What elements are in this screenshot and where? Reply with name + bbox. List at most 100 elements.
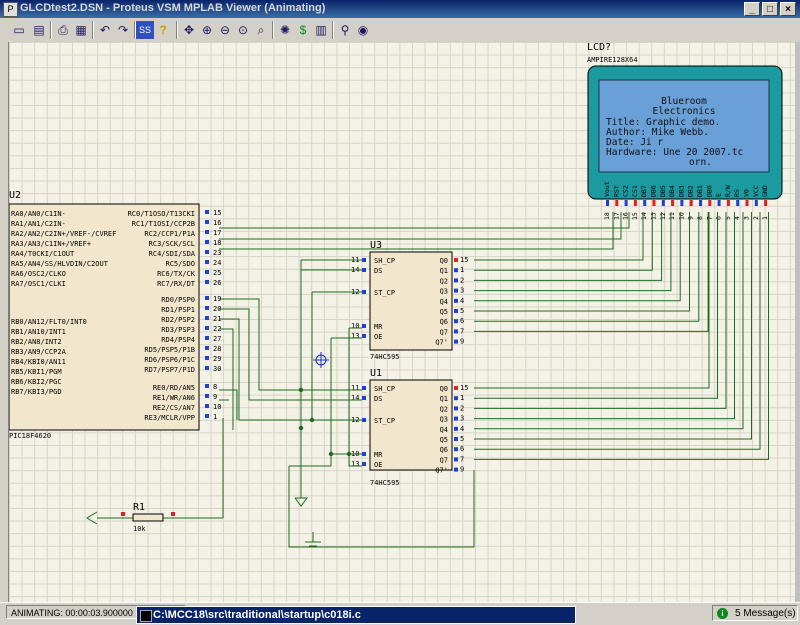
view-icon[interactable]: ◉ bbox=[357, 23, 369, 37]
wire bbox=[474, 212, 653, 271]
u1-pin-label: Q4 bbox=[440, 426, 448, 434]
wire bbox=[474, 212, 681, 302]
pin-marker bbox=[736, 200, 740, 206]
pin-marker bbox=[454, 437, 458, 441]
junction bbox=[328, 451, 334, 457]
wire bbox=[474, 212, 700, 322]
u2-pin-number: 25 bbox=[213, 269, 221, 277]
debug-icon[interactable]: ✺ bbox=[279, 23, 291, 37]
bom-icon[interactable]: $ bbox=[299, 23, 307, 37]
u2-pin-number: 15 bbox=[213, 209, 221, 217]
u1-pin-label: Q3 bbox=[440, 416, 448, 424]
zoom-out-icon[interactable]: ⊖ bbox=[219, 23, 231, 37]
wire bbox=[474, 212, 769, 460]
pin-marker bbox=[454, 329, 458, 334]
u2-pin-label: RD7/PSP7/P1D bbox=[144, 366, 195, 374]
junction bbox=[309, 417, 315, 423]
left-strip bbox=[0, 42, 8, 602]
pin-marker bbox=[671, 200, 675, 206]
source-icon[interactable]: SS bbox=[136, 21, 154, 39]
open-icon[interactable]: ▤ bbox=[33, 23, 45, 37]
u2-pin-number: 29 bbox=[213, 355, 221, 363]
u3-pin-label: ST_CP bbox=[374, 289, 395, 297]
pin-marker bbox=[708, 200, 712, 206]
zoom-in-icon[interactable]: ⊕ bbox=[201, 23, 213, 37]
schematic-canvas[interactable]: LCD? AMPIRE128X64 Blueroom Electronics T… bbox=[8, 42, 797, 602]
u2-pin-label: RE2/CS/AN7 bbox=[153, 404, 195, 412]
redo-icon[interactable]: ↷ bbox=[117, 23, 129, 37]
undo-icon[interactable]: ↶ bbox=[99, 23, 111, 37]
print-icon[interactable]: ⎙ bbox=[58, 23, 68, 37]
pin-marker bbox=[745, 200, 749, 206]
minimize-button[interactable]: _ bbox=[744, 2, 760, 16]
lcd-pin-label: CS2 bbox=[622, 185, 630, 197]
new-icon[interactable]: ▭ bbox=[13, 23, 25, 37]
pin-marker bbox=[205, 356, 209, 360]
wire bbox=[474, 212, 644, 261]
schematic-svg: LCD? AMPIRE128X64 Blueroom Electronics T… bbox=[9, 42, 783, 548]
u2-left-pins: RA0/AN0/C1IN-RA1/AN1/C2IN-RA2/AN2/C2IN+/… bbox=[11, 210, 116, 396]
pin-marker bbox=[454, 309, 458, 313]
lcd-pin-number: 10 bbox=[677, 212, 685, 220]
u1-pin-label: OE bbox=[374, 461, 382, 469]
u1-body[interactable] bbox=[369, 379, 453, 471]
pin-marker bbox=[205, 346, 209, 350]
zoom-all-icon[interactable]: ⊙ bbox=[237, 23, 249, 37]
u2-pin-number: 10 bbox=[213, 403, 221, 411]
print-setup-icon[interactable]: ▦ bbox=[75, 23, 87, 37]
pin-marker bbox=[454, 467, 458, 472]
u1-pin-number: 9 bbox=[460, 466, 464, 474]
pin-marker bbox=[362, 334, 366, 338]
zoom-area-icon[interactable]: ⌕ bbox=[257, 23, 265, 37]
netlist-icon[interactable]: ▥ bbox=[315, 23, 327, 37]
u2-pin-label: RD3/PSP3 bbox=[161, 326, 195, 334]
pin-marker bbox=[454, 406, 458, 411]
wire bbox=[288, 466, 475, 548]
pin-marker bbox=[764, 200, 768, 206]
vertical-scrollbar[interactable] bbox=[795, 42, 800, 602]
taskbar-window-button[interactable]: C:\MCC18\src\traditional\startup\c018i.c bbox=[136, 606, 576, 624]
pin-marker bbox=[362, 258, 366, 262]
u2-part: PIC18F4620 bbox=[9, 432, 51, 440]
u2-pin-label: RE1/WR/AN6 bbox=[153, 394, 195, 402]
wire bbox=[219, 298, 362, 391]
messages-panel[interactable]: i 5 Message(s) bbox=[712, 605, 798, 621]
u2-pin-label: RC0/T1OSO/T13CKI bbox=[128, 210, 195, 218]
u2-ref: U2 bbox=[9, 190, 21, 201]
wire bbox=[474, 212, 690, 312]
u1-pin-number: 3 bbox=[460, 415, 464, 423]
u2-pin-label: RD0/PSP0 bbox=[161, 296, 195, 304]
lcd-pin-number: 1 bbox=[761, 216, 769, 220]
taskbar-window-title: C:\MCC18\src\traditional\startup\c018i.c bbox=[153, 609, 361, 621]
u2-pin-label: RC7/RX/DT bbox=[157, 280, 196, 288]
u1-pin-number: 11 bbox=[351, 384, 359, 392]
pin-marker bbox=[454, 339, 458, 344]
u2-pin-label: RD5/PSP5/P1B bbox=[144, 346, 195, 354]
u2-pin-label: RC1/T1OSI/CCP2B bbox=[132, 220, 195, 228]
ground-icon bbox=[294, 472, 321, 547]
u2-pin-number: 30 bbox=[213, 365, 221, 373]
pin-marker bbox=[606, 200, 609, 206]
pin-marker bbox=[205, 250, 209, 254]
lcd-pin-label: DB7 bbox=[640, 185, 648, 197]
pin-marker bbox=[689, 200, 693, 206]
lcd-line: Author: Mike Webb. bbox=[606, 127, 709, 138]
u2-pin-number: 26 bbox=[213, 279, 221, 287]
close-button[interactable]: × bbox=[780, 2, 796, 16]
u2-pin-number: 27 bbox=[213, 335, 221, 343]
search-icon[interactable]: ⚲ bbox=[340, 23, 350, 37]
pan-icon[interactable]: ✥ bbox=[183, 23, 195, 37]
maximize-button[interactable]: □ bbox=[762, 2, 778, 16]
u2-body[interactable] bbox=[9, 203, 200, 431]
u2-pin-number: 18 bbox=[213, 239, 221, 247]
u1-pin-label: Q2 bbox=[440, 405, 448, 413]
pin-marker bbox=[205, 384, 209, 388]
u2-pin-number: 9 bbox=[213, 393, 217, 401]
lcd-line: orn. bbox=[689, 157, 712, 168]
pin-marker bbox=[205, 210, 209, 214]
u3-body[interactable] bbox=[369, 251, 453, 351]
help-icon[interactable]: ? bbox=[159, 23, 167, 37]
u3-pin-number: 13 bbox=[351, 332, 359, 340]
r1-body[interactable] bbox=[132, 513, 164, 522]
